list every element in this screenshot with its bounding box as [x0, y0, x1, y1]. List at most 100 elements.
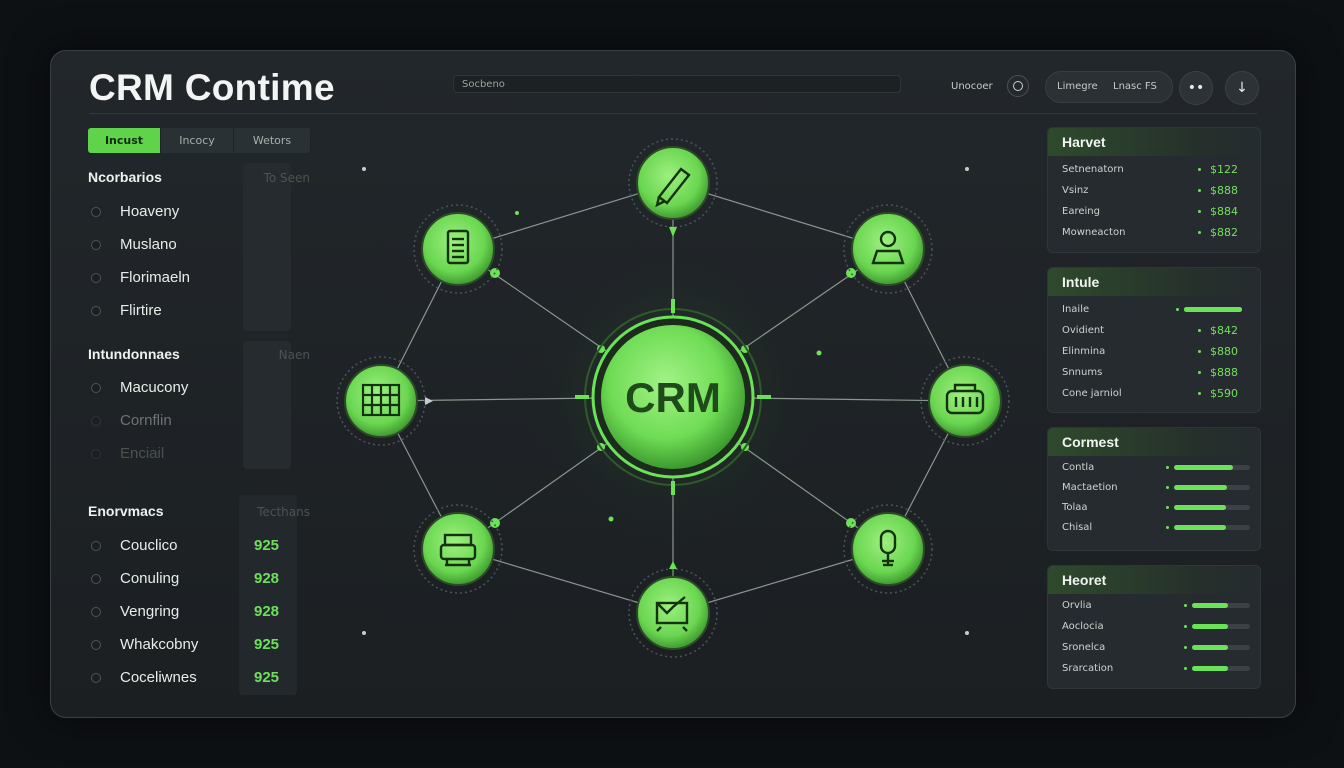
- row-label: Sronelca: [1062, 642, 1106, 653]
- progress-fill: [1192, 645, 1228, 650]
- crm-network-diagram: CRM: [336, 138, 1010, 658]
- node-chart[interactable]: [628, 561, 718, 658]
- list-item-label: Conuling: [120, 570, 180, 587]
- radio-icon: [91, 207, 101, 217]
- bullet-icon: [1166, 466, 1169, 469]
- radio-icon: [91, 640, 101, 650]
- list-item-label: Muslano: [120, 236, 177, 253]
- radio-icon: [91, 607, 101, 617]
- list-item-label: Florimaeln: [120, 269, 191, 286]
- row-label: Setnenatorn: [1062, 164, 1124, 175]
- progress-fill: [1174, 465, 1234, 470]
- row-label: Mowneacton: [1062, 227, 1126, 238]
- panel-title: Cormest: [1048, 428, 1260, 456]
- section-scroll-panel[interactable]: [239, 495, 297, 695]
- panel-title: Intule: [1048, 268, 1260, 296]
- row-label: Eareing: [1062, 206, 1100, 217]
- decor-dots: [362, 167, 969, 635]
- search-input[interactable]: Socbeno: [453, 75, 901, 93]
- row-value: $884: [1210, 205, 1238, 218]
- section-title: Enorvmacs: [88, 503, 164, 519]
- node-document[interactable]: [413, 204, 503, 294]
- row-label: Cone jarniol: [1062, 388, 1122, 399]
- tab-wetors[interactable]: Wetors: [234, 128, 311, 153]
- panel-row[interactable]: Elinmina$880: [1062, 344, 1252, 362]
- panel-row[interactable]: Mowneacton$882: [1062, 225, 1252, 243]
- status-toggle[interactable]: [1007, 75, 1029, 97]
- crm-hub[interactable]: [601, 325, 745, 469]
- panel-heoret: Heoret Orvlia Aoclocia Sronelca Srarcati…: [1047, 565, 1261, 689]
- progress-bar: [1192, 603, 1250, 608]
- panel-row[interactable]: Mactaetion: [1062, 480, 1252, 498]
- list-item-label: Cornflin: [120, 412, 172, 429]
- progress-bar: [1192, 645, 1250, 650]
- panel-row[interactable]: Inaile: [1062, 302, 1252, 320]
- node-keyboard[interactable]: [920, 356, 1010, 446]
- more-button[interactable]: ••: [1179, 71, 1213, 105]
- tab-bar: Incust Incocy Wetors: [88, 128, 311, 153]
- node-printer[interactable]: [413, 504, 503, 594]
- panel-row[interactable]: Vsinz$888: [1062, 183, 1252, 201]
- progress-fill: [1192, 603, 1228, 608]
- pill-left-label[interactable]: Limegre: [1057, 81, 1098, 92]
- panel-row[interactable]: Contla: [1062, 460, 1252, 478]
- section-title: Intundonnaes: [88, 346, 180, 362]
- node-grid[interactable]: [336, 356, 433, 446]
- bullet-icon: [1198, 189, 1201, 192]
- panel-row[interactable]: Setnenatorn$122: [1062, 162, 1252, 180]
- row-value: $888: [1210, 366, 1238, 379]
- list-item[interactable]: Flirtire: [88, 300, 288, 324]
- radio-icon: [91, 541, 101, 551]
- pill-right-label[interactable]: Lnasc FS: [1113, 81, 1157, 92]
- panel-row[interactable]: Srarcation: [1062, 661, 1252, 679]
- list-item-label: Whakcobny: [120, 636, 199, 653]
- panel-row[interactable]: Tolaa: [1062, 500, 1252, 518]
- row-label: Tolaa: [1062, 502, 1088, 513]
- panel-row[interactable]: Ovidient$842: [1062, 323, 1252, 341]
- list-item[interactable]: Muslano: [88, 234, 288, 258]
- node-microphone[interactable]: [843, 504, 933, 594]
- list-item-value: 925: [254, 669, 280, 686]
- panel-row[interactable]: Chisal: [1062, 520, 1252, 538]
- list-item[interactable]: Cornflin: [88, 410, 288, 434]
- panel-row[interactable]: Cone jarniol$590: [1062, 386, 1252, 404]
- progress-bar: [1174, 485, 1250, 490]
- progress-fill: [1184, 307, 1242, 312]
- grid-icon: [361, 383, 401, 417]
- list-item[interactable]: Hoaveny: [88, 201, 288, 225]
- bullet-icon: [1198, 350, 1201, 353]
- panel-row[interactable]: Snnums$888: [1062, 365, 1252, 383]
- panel-row[interactable]: Eareing $884: [1062, 204, 1252, 222]
- tab-incocy[interactable]: Incocy: [161, 128, 234, 153]
- panel-row[interactable]: Orvlia: [1062, 598, 1252, 616]
- list-item[interactable]: Florimaeln: [88, 267, 288, 291]
- header-divider: [89, 113, 1257, 114]
- section-aux-label: To Seen: [263, 171, 310, 185]
- bullet-icon: [1184, 667, 1187, 670]
- bullet-icon: [1184, 646, 1187, 649]
- account-pill[interactable]: [1045, 71, 1173, 103]
- panel-row[interactable]: Sronelca: [1062, 640, 1252, 658]
- list-item-label: Macucony: [120, 379, 189, 396]
- progress-bar: [1174, 465, 1250, 470]
- download-button[interactable]: ↓: [1225, 71, 1259, 105]
- list-item[interactable]: Enciail: [88, 443, 288, 467]
- radio-icon: [91, 673, 101, 683]
- tab-incust[interactable]: Incust: [88, 128, 161, 153]
- more-icon: ••: [1187, 80, 1205, 96]
- section-aux-label: Naen: [278, 348, 310, 362]
- bullet-icon: [1198, 392, 1201, 395]
- node-user[interactable]: [843, 204, 933, 294]
- node-pen[interactable]: [628, 138, 718, 237]
- section-scroll-panel[interactable]: [243, 341, 291, 469]
- row-label: Mactaetion: [1062, 482, 1118, 493]
- user-label[interactable]: Unocoer: [951, 81, 993, 92]
- section-scroll-panel[interactable]: [243, 163, 291, 331]
- list-item[interactable]: Macucony: [88, 377, 288, 401]
- panel-row[interactable]: Aoclocia: [1062, 619, 1252, 637]
